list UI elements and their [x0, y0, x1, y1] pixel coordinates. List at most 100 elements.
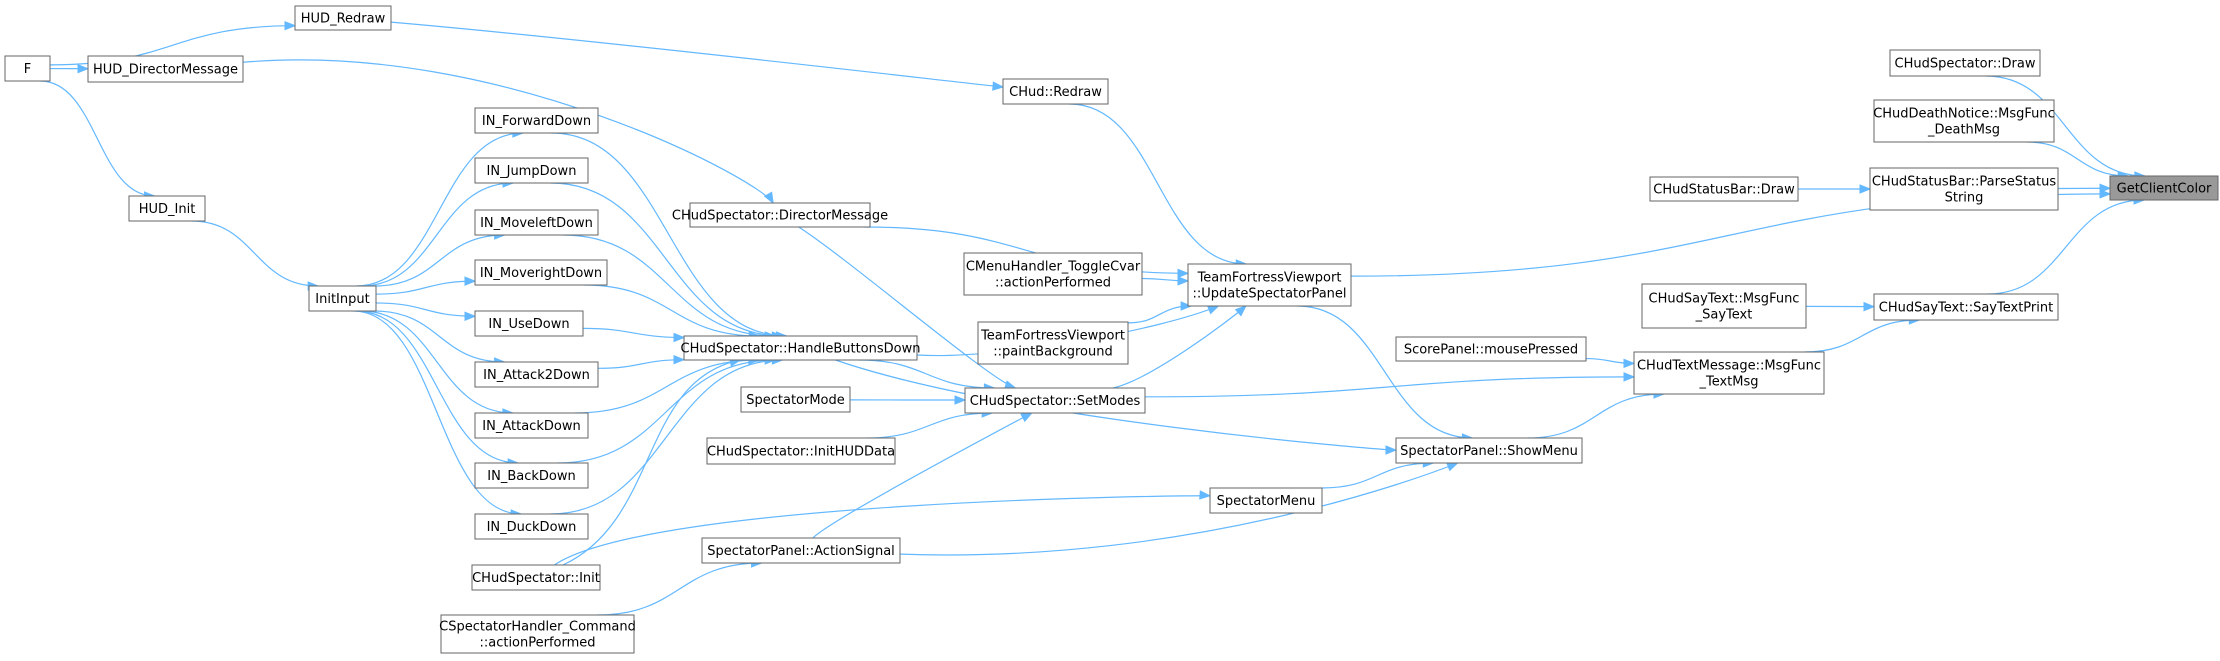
node-label: CHudStatusBar::ParseStatus — [1872, 175, 2057, 190]
node-hud-init[interactable]: HUD_Init — [128, 195, 206, 222]
node-layer: GetClientColor CHudSpectator::DrawCHudDea… — [4, 5, 2219, 654]
node-chud-redraw[interactable]: CHud::Redraw — [1002, 78, 1109, 105]
edge-line — [375, 302, 476, 317]
node-box — [474, 209, 599, 236]
node-label: _DeathMsg — [1927, 123, 2000, 138]
edge-line — [191, 220, 319, 287]
edge-arrowhead — [763, 191, 774, 205]
node-label: CHudStatusBar::Draw — [1653, 183, 1795, 198]
node-in-duckdown[interactable]: IN_DuckDown — [474, 513, 589, 540]
node-label: CHud::Redraw — [1009, 85, 1102, 100]
node-in-moverightdown[interactable]: IN_MoverightDown — [474, 259, 608, 286]
node-label: String — [1945, 191, 1984, 206]
edge-line — [582, 327, 685, 339]
node-label: CHudDeathNotice::MsgFunc — [1873, 107, 2055, 122]
edge-arrowhead — [1859, 184, 1872, 194]
node-scorepanel-mousepressed[interactable]: ScorePanel::mousePressed — [1395, 336, 1587, 362]
node-spectatorpanel-showmenu[interactable]: SpectatorPanel::ShowMenu — [1395, 437, 1583, 464]
edge-arrowhead — [77, 63, 90, 74]
edge-arrowhead — [673, 354, 686, 365]
node-box — [1873, 293, 2059, 321]
node-in-usedown[interactable]: IN_UseDown — [474, 310, 584, 337]
node-box — [1889, 49, 2041, 77]
node-hud-directormessage[interactable]: HUD_DirectorMessage — [87, 55, 244, 83]
node-box — [1641, 283, 1807, 329]
node-label: ::actionPerformed — [995, 276, 1111, 291]
node-box — [1187, 263, 1352, 307]
node-chudspectator-init[interactable]: CHudSpectator::Init — [471, 564, 601, 591]
node-label: F — [24, 62, 31, 77]
node-initinput[interactable]: InitInput — [308, 285, 377, 312]
node-label: IN_UseDown — [488, 317, 569, 332]
node-label: CHudSpectator::DirectorMessage — [672, 209, 888, 224]
edge-arrowhead — [1180, 301, 1193, 311]
edge-f-to-hud-directormessage — [49, 63, 90, 74]
node-box — [1649, 176, 1799, 202]
edge-line — [597, 359, 685, 369]
edge-arrowhead — [2099, 183, 2112, 194]
node-in-moveleftdown[interactable]: IN_MoveleftDown — [474, 209, 599, 236]
node-in-jumpdown[interactable]: IN_JumpDown — [474, 157, 589, 184]
node-in-forwarddown[interactable]: IN_ForwardDown — [474, 107, 599, 134]
node-in-backdown[interactable]: IN_BackDown — [474, 462, 589, 489]
node-label: IN_Attack2Down — [483, 368, 590, 383]
node-chudspectator-setmodes[interactable]: CHudSpectator::SetModes — [964, 387, 1146, 414]
node-chudtextmessage-msgfunc-textmsg[interactable]: CHudTextMessage::MsgFunc_TextMsg — [1633, 351, 1825, 395]
node-spectatormenu[interactable]: SpectatorMenu — [1209, 487, 1323, 514]
edge-chudstatusbar-parsestatusstring-to-getclientcolor — [2057, 183, 2112, 194]
edge-line — [557, 359, 776, 464]
node-label: CHudSpectator::HandleButtonsDown — [681, 342, 921, 357]
edge-tfviewport-updatespectatorpanel-to-spectatorpanel-showmenu — [1297, 305, 1474, 443]
node-box — [474, 157, 589, 184]
node-getclientcolor[interactable]: GetClientColor — [2109, 175, 2219, 201]
node-box — [4, 55, 51, 82]
node-box — [1209, 487, 1323, 514]
node-chudstatusbar-draw[interactable]: CHudStatusBar::Draw — [1649, 176, 1799, 202]
node-label: SpectatorPanel::ShowMenu — [1400, 444, 1578, 459]
node-box — [474, 107, 599, 134]
edge-line — [2026, 141, 2129, 177]
node-box — [474, 412, 589, 439]
node-chudspectator-draw[interactable]: CHudSpectator::Draw — [1889, 49, 2041, 77]
edge-line — [899, 462, 1458, 556]
edge-f-to-hud-init — [39, 80, 156, 201]
node-spectatorpanel-actionsignal[interactable]: SpectatorPanel::ActionSignal — [701, 537, 901, 564]
node-chudsaytext-msgfunc-saytext[interactable]: CHudSayText::MsgFunc_SayText — [1641, 283, 1807, 329]
node-tfviewport-updatespectatorpanel[interactable]: TeamFortressViewport::UpdateSpectatorPan… — [1187, 263, 1352, 307]
edge-line — [835, 359, 1397, 451]
node-cspectatorhandler-command[interactable]: CSpectatorHandler_Command::actionPerform… — [439, 614, 636, 654]
node-label: CHudSayText::SayTextPrint — [1879, 301, 2053, 316]
edge-chudsaytext-msgfunc-saytext-to-chudsaytext-saytextprint — [1805, 301, 1876, 312]
node-chudsaytext-saytextprint[interactable]: CHudSayText::SayTextPrint — [1873, 293, 2059, 321]
edge-line — [858, 359, 995, 389]
node-box — [683, 335, 918, 361]
node-chuddeathnotice-msgfunc-deathmsg[interactable]: CHudDeathNotice::MsgFunc_DeathMsg — [1873, 99, 2055, 143]
edge-line — [554, 495, 1211, 566]
node-in-attackdown[interactable]: IN_AttackDown — [474, 412, 589, 439]
edge-hud-redraw-to-chud-redraw — [390, 21, 1005, 91]
node-box — [977, 321, 1129, 365]
node-chudspectator-directormessage[interactable]: CHudSpectator::DirectorMessage — [672, 202, 888, 228]
node-spectatormode[interactable]: SpectatorMode — [740, 386, 851, 413]
node-box — [1395, 336, 1587, 362]
edge-arrowhead — [464, 276, 477, 286]
edge-line — [356, 132, 523, 287]
node-tfviewport-paintbackground[interactable]: TeamFortressViewport::paintBackground — [977, 321, 1129, 365]
node-hud-redraw[interactable]: HUD_Redraw — [294, 5, 392, 31]
edge-line — [1297, 305, 1473, 439]
node-box — [474, 310, 584, 337]
edge-arrowhead — [1385, 445, 1398, 455]
node-box — [1873, 99, 2055, 143]
edge-arrowhead — [1446, 462, 1459, 472]
node-box — [128, 195, 206, 222]
node-chudspectator-inithuddata[interactable]: CHudSpectator::InitHUDData — [706, 437, 896, 465]
node-f[interactable]: F — [4, 55, 51, 82]
edge-line — [550, 359, 783, 515]
node-label: _TextMsg — [1698, 375, 1758, 390]
node-chudspectator-handlebuttonsdown[interactable]: CHudSpectator::HandleButtonsDown — [681, 335, 921, 361]
node-cmenuhandler-togglecvar[interactable]: CMenuHandler_ToggleCvar::actionPerformed — [963, 252, 1143, 296]
edge-hud-directormessage-to-chudspectator-directormessage — [242, 59, 774, 205]
node-in-attack2down[interactable]: IN_Attack2Down — [474, 361, 599, 388]
